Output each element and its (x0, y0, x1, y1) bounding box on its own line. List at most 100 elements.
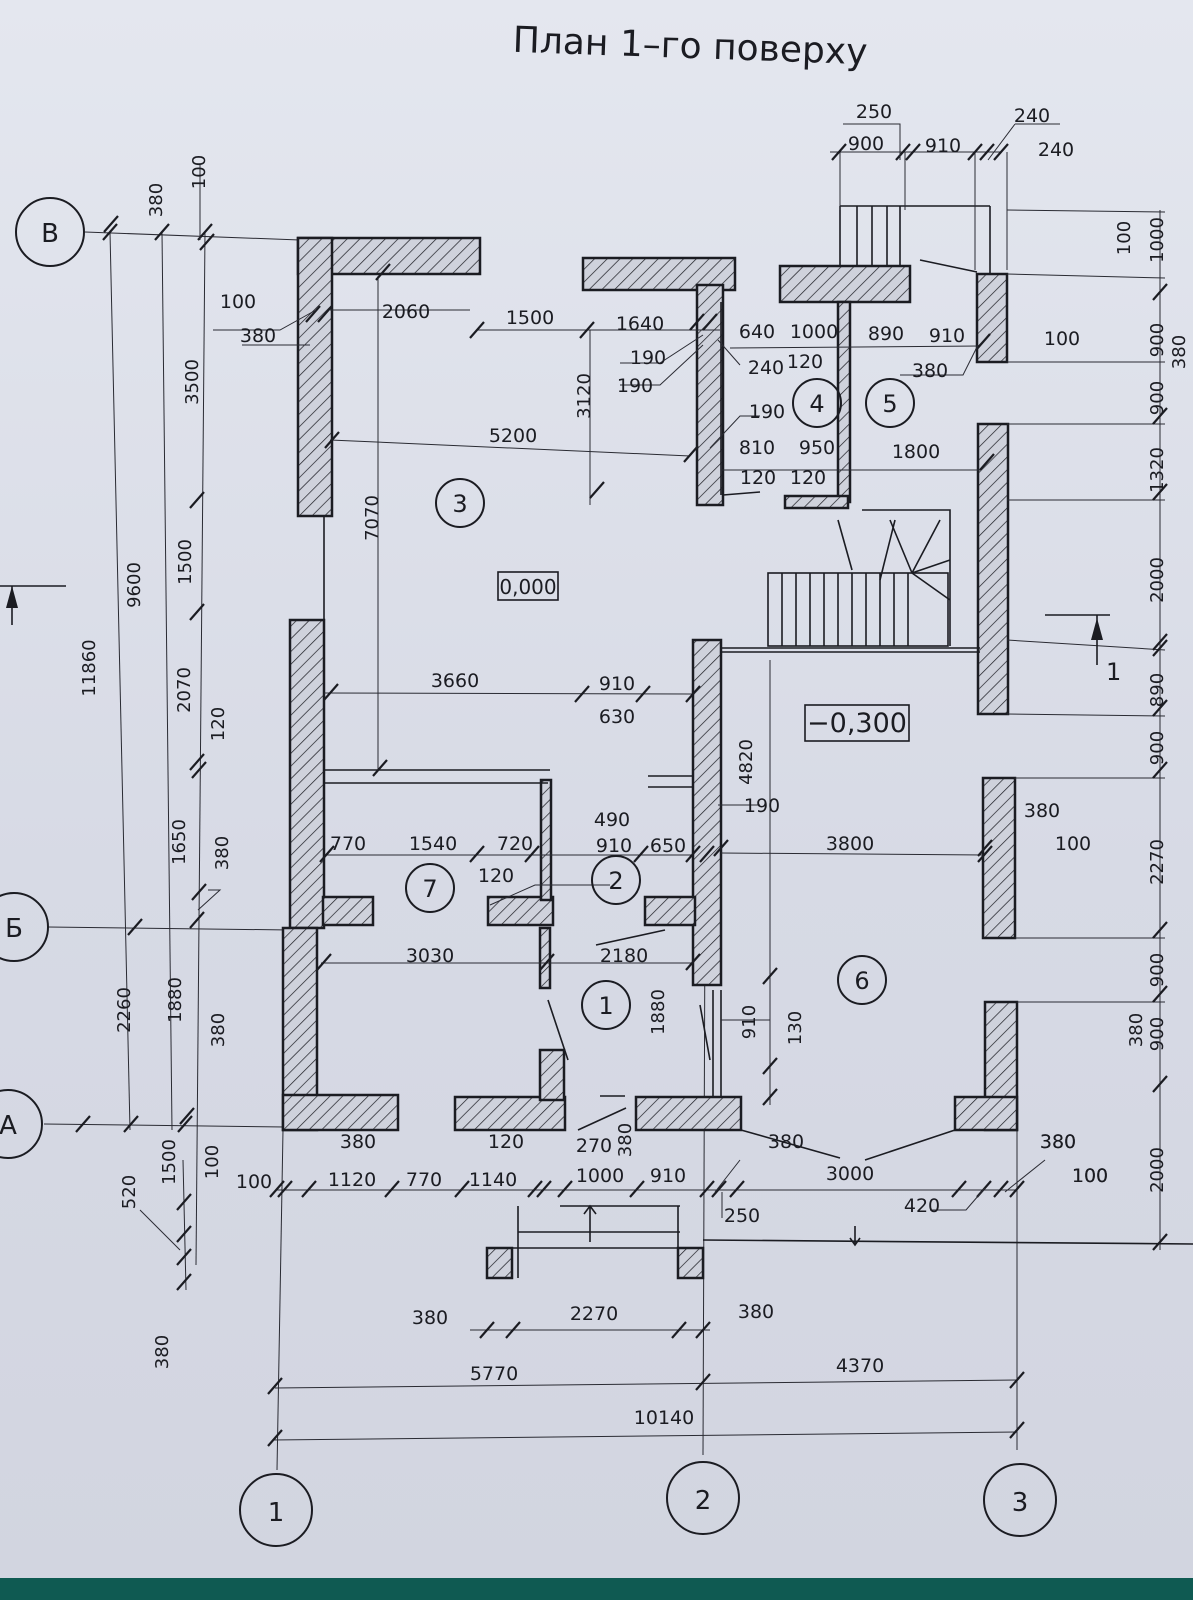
svg-text:270: 270 (576, 1135, 612, 1157)
svg-text:3: 3 (1012, 1488, 1029, 1518)
svg-text:900: 900 (1147, 381, 1168, 415)
partitions (323, 205, 1193, 1278)
svg-text:2: 2 (608, 867, 623, 895)
axis-bubble-b: Б (0, 892, 49, 962)
svg-text:1120: 1120 (328, 1169, 376, 1191)
svg-text:3120: 3120 (574, 373, 595, 419)
svg-text:380: 380 (912, 360, 948, 382)
svg-text:250: 250 (724, 1205, 760, 1227)
svg-text:1800: 1800 (892, 441, 940, 463)
walls (281, 236, 1019, 1280)
svg-text:100: 100 (236, 1171, 272, 1193)
svg-text:380: 380 (1040, 1131, 1076, 1153)
svg-text:100: 100 (189, 155, 210, 189)
svg-text:−0,300: −0,300 (807, 708, 907, 739)
svg-text:380: 380 (1126, 1013, 1147, 1047)
svg-text:900: 900 (1147, 323, 1168, 357)
svg-text:900: 900 (1147, 953, 1168, 987)
svg-text:100: 100 (1114, 221, 1135, 255)
svg-text:250: 250 (856, 101, 892, 123)
svg-text:910: 910 (739, 1005, 760, 1039)
room3-dimension-texts: 2060 1500 1640 5200 3120 7070 3660 910 6… (220, 291, 664, 728)
room-4: 4 (792, 378, 842, 428)
svg-text:9600: 9600 (124, 562, 145, 608)
svg-text:2260: 2260 (114, 987, 135, 1033)
svg-text:1500: 1500 (175, 539, 196, 585)
svg-text:380: 380 (768, 1131, 804, 1153)
svg-text:900: 900 (1147, 731, 1168, 765)
axis-lines (43, 231, 1018, 1471)
svg-text:0,000: 0,000 (499, 575, 556, 599)
svg-text:190: 190 (749, 401, 785, 423)
svg-text:380: 380 (208, 1013, 229, 1047)
svg-text:3500: 3500 (182, 359, 203, 405)
axis-bubble-a: А (0, 1089, 43, 1159)
section-marker-left (0, 585, 66, 625)
section-marker-right: 1 (1045, 614, 1121, 686)
svg-text:380: 380 (152, 1335, 173, 1369)
svg-text:3030: 3030 (406, 945, 454, 967)
svg-text:910: 910 (599, 673, 635, 695)
svg-text:910: 910 (596, 835, 632, 857)
axis-bubble-v: В (15, 197, 85, 267)
svg-text:5200: 5200 (489, 425, 537, 447)
svg-text:240: 240 (1038, 139, 1074, 161)
svg-text:2070: 2070 (174, 667, 195, 713)
svg-text:770: 770 (406, 1169, 442, 1191)
svg-text:В: В (41, 219, 59, 249)
svg-text:1: 1 (268, 1498, 285, 1528)
svg-text:490: 490 (594, 809, 630, 831)
svg-text:640: 640 (739, 321, 775, 343)
top-dimension-texts: 250 900 910 240 240 (848, 101, 1074, 161)
svg-text:1140: 1140 (469, 1169, 517, 1191)
svg-text:380: 380 (1169, 335, 1190, 369)
right-dimension-texts: 100 1000 900 900 1320 2000 890 900 2270 … (1024, 217, 1190, 1193)
svg-text:120: 120 (478, 865, 514, 887)
svg-text:1650: 1650 (169, 819, 190, 865)
dimension-lines (109, 151, 1166, 1441)
svg-text:3: 3 (452, 490, 467, 518)
room-6: 6 (837, 955, 887, 1005)
svg-text:4820: 4820 (736, 739, 757, 785)
svg-text:10140: 10140 (634, 1407, 694, 1429)
svg-text:900: 900 (1147, 1017, 1168, 1051)
svg-text:1000: 1000 (1147, 217, 1168, 263)
svg-text:3000: 3000 (826, 1163, 874, 1185)
svg-text:120: 120 (787, 351, 823, 373)
room-5: 5 (865, 378, 915, 428)
svg-text:910: 910 (929, 325, 965, 347)
svg-text:380: 380 (340, 1131, 376, 1153)
svg-text:1540: 1540 (409, 833, 457, 855)
left-dimension-texts: 100 380 3500 1500 2070 120 1650 380 1880… (79, 155, 233, 1369)
svg-text:130: 130 (785, 1011, 806, 1045)
room-7: 7 (405, 863, 455, 913)
svg-text:650: 650 (650, 835, 686, 857)
bottom-dimension-row3: 5770 4370 (470, 1355, 884, 1385)
svg-text:520: 520 (119, 1175, 140, 1209)
svg-text:380: 380 (1024, 800, 1060, 822)
svg-text:380: 380 (738, 1301, 774, 1323)
room6-dimension-texts: 4820 3800 910 130 (736, 739, 874, 1045)
leader-lines (139, 123, 1060, 1251)
svg-text:1640: 1640 (616, 313, 664, 335)
svg-text:2000: 2000 (1147, 1147, 1168, 1193)
svg-text:190: 190 (744, 795, 780, 817)
svg-text:6: 6 (854, 967, 869, 995)
svg-text:120: 120 (208, 707, 229, 741)
svg-text:2060: 2060 (382, 301, 430, 323)
svg-text:5770: 5770 (470, 1363, 518, 1385)
svg-text:3660: 3660 (431, 670, 479, 692)
svg-text:100: 100 (1044, 328, 1080, 350)
bottom-dimension-row1: 100 380 1120 770 1140 120 270 380 1000 9… (236, 1123, 1108, 1227)
level-mark-lower: −0,300 (804, 704, 910, 742)
svg-text:100: 100 (1072, 1165, 1108, 1187)
svg-text:240: 240 (748, 357, 784, 379)
svg-text:11860: 11860 (79, 639, 100, 696)
drawing-title: План 1–го поверху (512, 20, 868, 73)
svg-text:770: 770 (330, 833, 366, 855)
svg-text:950: 950 (799, 437, 835, 459)
svg-text:380: 380 (615, 1123, 636, 1157)
svg-text:190: 190 (617, 375, 653, 397)
svg-text:3800: 3800 (826, 833, 874, 855)
svg-text:890: 890 (868, 323, 904, 345)
